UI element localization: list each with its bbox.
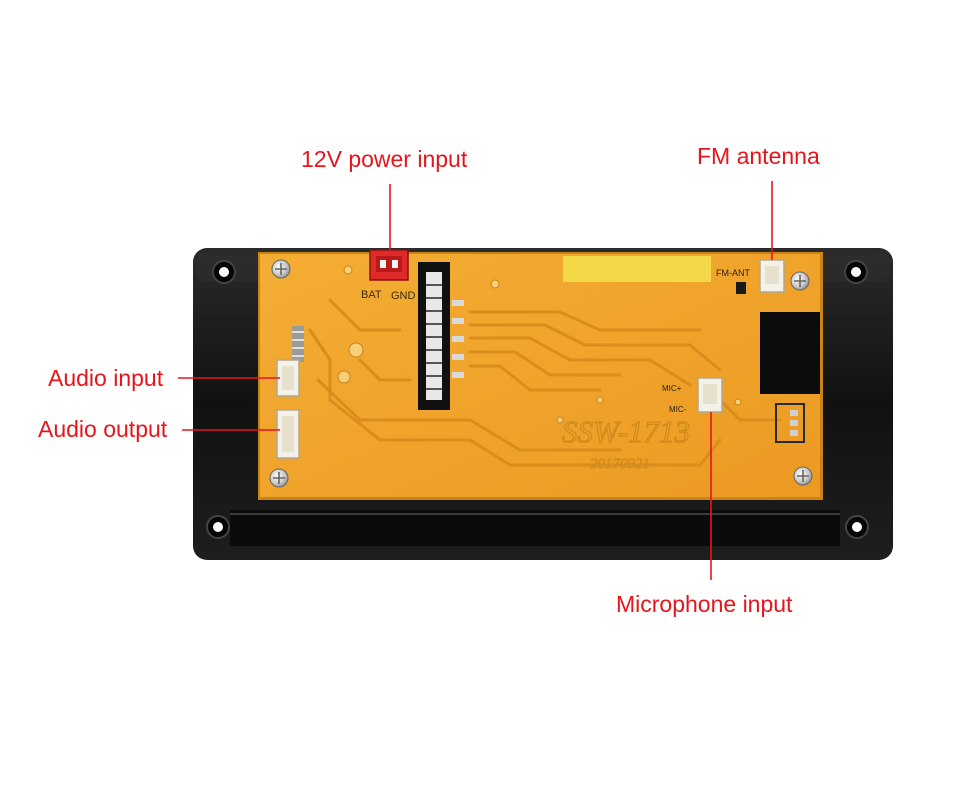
mounting-hole-center bbox=[219, 267, 229, 277]
trace bbox=[468, 364, 602, 392]
pcb-board bbox=[260, 254, 820, 497]
pin-header-body bbox=[292, 326, 304, 362]
via bbox=[734, 398, 742, 406]
right-component bbox=[775, 403, 805, 443]
display-connector-pins bbox=[426, 284, 442, 390]
trace bbox=[468, 323, 722, 372]
trace bbox=[308, 328, 642, 467]
pcb-yellow-strip bbox=[563, 256, 711, 282]
via bbox=[343, 265, 353, 275]
callout-fm-antenna: FM antenna bbox=[697, 143, 820, 169]
trace bbox=[468, 350, 622, 377]
screw-slot bbox=[273, 472, 285, 484]
mounting-hole-center bbox=[851, 267, 861, 277]
via bbox=[337, 370, 351, 384]
pin-header bbox=[292, 326, 304, 362]
via bbox=[596, 396, 604, 404]
screw-slot bbox=[275, 263, 287, 275]
microphone-connector bbox=[697, 377, 723, 413]
trace bbox=[468, 336, 692, 387]
audio-input-connector bbox=[276, 359, 300, 397]
fm-ant-label: FM-ANT bbox=[716, 268, 750, 278]
trace bbox=[638, 438, 722, 467]
leader-lines bbox=[178, 181, 773, 580]
pcb-screws bbox=[269, 259, 813, 488]
trace bbox=[718, 398, 782, 422]
mic-minus-label: MIC- bbox=[669, 405, 687, 414]
solder-pads bbox=[452, 300, 464, 378]
screw-slot bbox=[794, 275, 806, 287]
audio-output-connector bbox=[276, 409, 300, 459]
pcb-vias bbox=[337, 265, 742, 424]
callout-microphone-input: Microphone input bbox=[616, 591, 793, 617]
callout-power-input: 12V power input bbox=[301, 146, 468, 172]
smd-component bbox=[736, 282, 746, 294]
housing-lower-recess bbox=[230, 510, 840, 546]
pcb-cutout bbox=[760, 312, 820, 394]
callout-audio-input: Audio input bbox=[48, 365, 164, 391]
model-label: SSW-1713 bbox=[562, 414, 690, 449]
fm-antenna-connector bbox=[759, 259, 785, 293]
mic-plus-label: MIC+ bbox=[662, 384, 682, 393]
via bbox=[556, 416, 564, 424]
mounting-hole-center bbox=[852, 522, 862, 532]
date-code-label: 20170921 bbox=[590, 456, 650, 472]
display-connector bbox=[418, 262, 464, 410]
gnd-label: GND bbox=[391, 290, 416, 302]
screw-slot bbox=[797, 470, 809, 482]
via bbox=[490, 279, 500, 289]
trace bbox=[468, 310, 702, 332]
pcb-traces bbox=[308, 298, 782, 467]
power-connector-socket bbox=[376, 256, 402, 272]
mounting-holes bbox=[206, 260, 869, 539]
bat-label: BAT bbox=[361, 289, 382, 301]
power-connector bbox=[369, 249, 409, 281]
callout-audio-output: Audio output bbox=[38, 416, 168, 442]
mounting-hole-center bbox=[213, 522, 223, 532]
trace bbox=[316, 378, 622, 452]
trace bbox=[328, 298, 402, 332]
trace bbox=[358, 358, 412, 382]
pcb: BAT GND FM-ANT MIC+ MIC- bbox=[258, 249, 823, 500]
via bbox=[348, 342, 364, 358]
